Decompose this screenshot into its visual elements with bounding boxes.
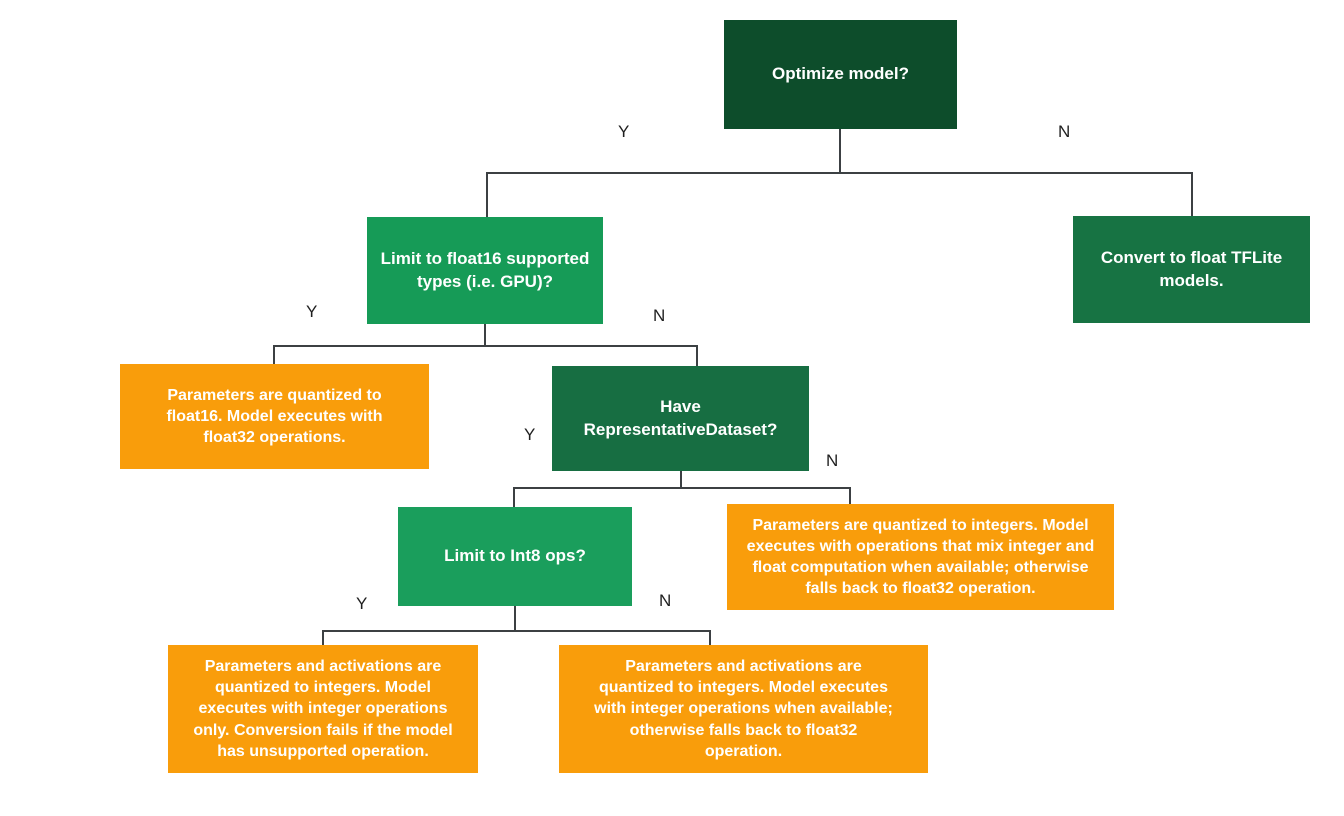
edge-label-level4-yes: Y [356,594,368,613]
connector-level2-yes-drop [273,345,275,365]
connector-level3-no-drop [849,487,851,505]
node-result-mixed-integer[interactable]: Parameters are quantized to integers. Mo… [727,504,1114,610]
connector-int8-stem [514,606,516,631]
connector-level4-yes-drop [322,630,324,646]
node-optimize-model[interactable]: Optimize model? [724,20,957,129]
node-have-representativedataset[interactable]: Have RepresentativeDataset? [552,366,809,471]
edge-label-level2-yes: Y [306,302,318,321]
connector-level3-yes-drop [513,487,515,508]
connector-level2-no-drop [696,345,698,367]
connector-optimize-stem [839,129,841,174]
node-convert-float-tflite[interactable]: Convert to float TFLite models. [1073,216,1310,323]
edge-label-level3-no: N [826,451,839,470]
edge-label-level1-no: N [1058,122,1071,141]
connector-level1-bus [487,172,1193,174]
node-limit-int8-ops[interactable]: Limit to Int8 ops? [398,507,632,606]
edge-label-level2-no: N [653,306,666,325]
connector-level1-no-drop [1191,172,1193,217]
node-result-integer-fallback[interactable]: Parameters and activations are quantized… [559,645,928,773]
connector-level3-bus [513,487,851,489]
connector-level1-yes-drop [486,172,488,218]
connector-level4-bus [322,630,711,632]
edge-label-level3-yes: Y [524,425,536,444]
connector-level2-bus [273,345,698,347]
connector-float16-stem [484,324,486,346]
edge-label-level1-yes: Y [618,122,630,141]
node-limit-float16[interactable]: Limit to float16 supported types (i.e. G… [367,217,603,324]
connector-repdataset-stem [680,471,682,488]
connector-level4-no-drop [709,630,711,646]
node-result-integer-only[interactable]: Parameters and activations are quantized… [168,645,478,773]
node-result-float16[interactable]: Parameters are quantized to float16. Mod… [120,364,429,469]
edge-label-level4-no: N [659,591,672,610]
